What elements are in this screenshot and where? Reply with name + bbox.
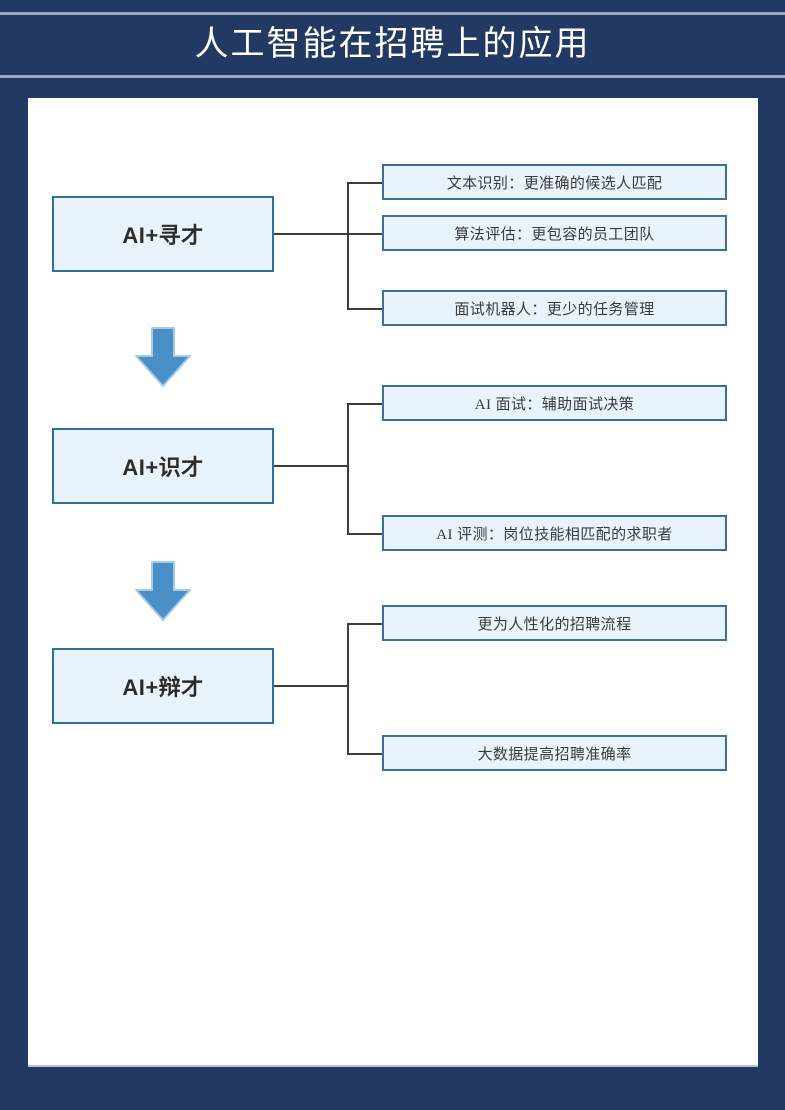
main-box-ai-xuncai[interactable]: AI+寻才 (52, 196, 274, 272)
main-box-ai-biancai[interactable]: AI+辩才 (52, 648, 274, 724)
title-bar: 人工智能在招聘上的应用 (0, 15, 785, 75)
sub-box-label: AI 评测：岗位技能相匹配的求职者 (436, 526, 673, 543)
connector-trunk-1 (274, 233, 348, 235)
main-box-label: AI+寻才 (122, 223, 204, 248)
connector-stub-2-1 (347, 403, 383, 405)
page-title: 人工智能在招聘上的应用 (194, 26, 591, 63)
sub-box-3-1[interactable]: 更为人性化的招聘流程 (382, 605, 727, 641)
main-box-label: AI+识才 (122, 455, 204, 480)
connector-spine-2 (347, 403, 349, 535)
title-rule-bottom (0, 75, 785, 78)
flow-arrow-2 (132, 560, 194, 622)
content-card: AI+寻才 文本识别：更准确的候选人匹配 算法评估：更包容的员工团队 面试机器人… (28, 98, 758, 1067)
flow-arrow-1 (132, 326, 194, 388)
sub-box-label: 大数据提高招聘准确率 (477, 746, 632, 763)
sub-box-label: 更为人性化的招聘流程 (477, 616, 632, 633)
connector-stub-1-1 (347, 182, 383, 184)
main-box-ai-shicai[interactable]: AI+识才 (52, 428, 274, 504)
connector-trunk-2 (274, 465, 348, 467)
sub-box-2-2[interactable]: AI 评测：岗位技能相匹配的求职者 (382, 515, 727, 551)
connector-trunk-3 (274, 685, 348, 687)
connector-spine-3 (347, 623, 349, 755)
connector-stub-1-3 (347, 308, 383, 310)
connector-spine-1 (347, 182, 349, 310)
sub-box-label: 面试机器人：更少的任务管理 (454, 301, 655, 318)
sub-box-2-1[interactable]: AI 面试：辅助面试决策 (382, 385, 727, 421)
diagram-area: AI+寻才 文本识别：更准确的候选人匹配 算法评估：更包容的员工团队 面试机器人… (28, 98, 758, 1065)
title-rule-top (0, 12, 785, 15)
connector-stub-1-2 (347, 233, 383, 235)
sub-box-1-1[interactable]: 文本识别：更准确的候选人匹配 (382, 164, 727, 200)
connector-stub-3-2 (347, 753, 383, 755)
sub-box-label: AI 面试：辅助面试决策 (474, 396, 635, 413)
connector-stub-3-1 (347, 623, 383, 625)
main-box-label: AI+辩才 (122, 675, 204, 700)
sub-box-3-2[interactable]: 大数据提高招聘准确率 (382, 735, 727, 771)
sub-box-1-2[interactable]: 算法评估：更包容的员工团队 (382, 215, 727, 251)
connector-stub-2-2 (347, 533, 383, 535)
sub-box-label: 文本识别：更准确的候选人匹配 (446, 175, 663, 192)
sub-box-1-3[interactable]: 面试机器人：更少的任务管理 (382, 290, 727, 326)
sub-box-label: 算法评估：更包容的员工团队 (454, 226, 655, 243)
